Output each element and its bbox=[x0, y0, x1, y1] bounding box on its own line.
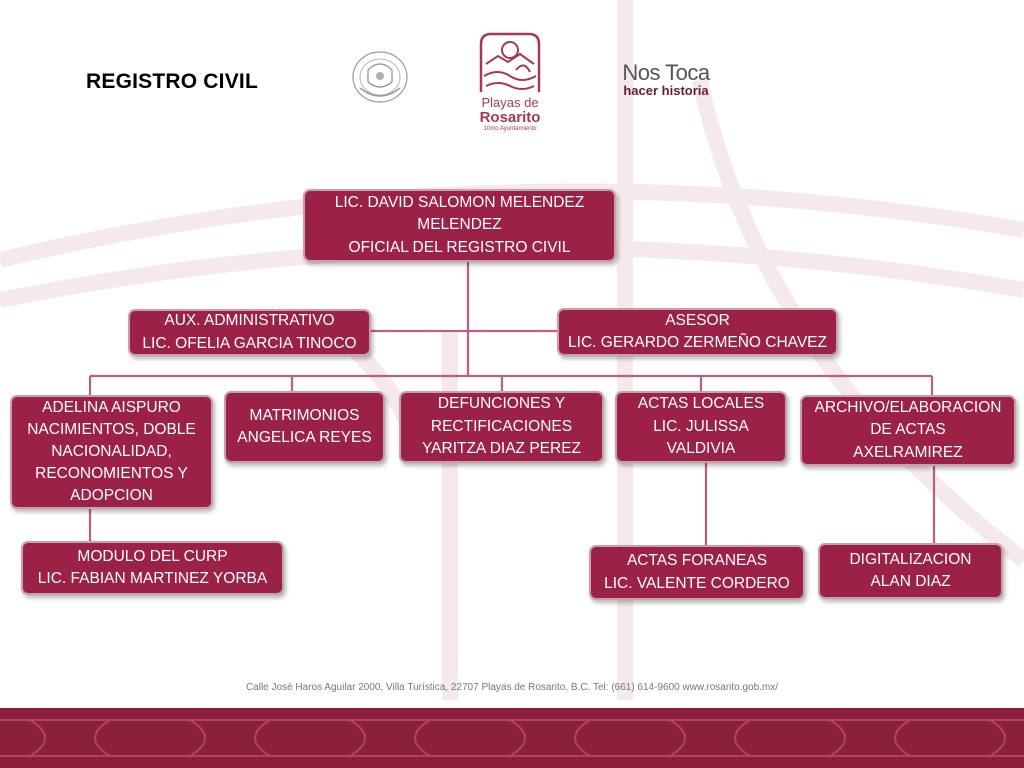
playas-de-rosarito-logo-icon bbox=[479, 32, 541, 92]
logo-line-rosarito: Rosarito bbox=[479, 109, 541, 126]
municipal-seal-icon bbox=[352, 51, 408, 103]
org-box-head-line-3: OFICIAL DEL REGISTRO CIVIL bbox=[348, 238, 571, 256]
org-box-digitalizacion-line-1: DIGITALIZACION bbox=[849, 550, 972, 568]
org-box-defunciones-line-1: DEFUNCIONES Y bbox=[437, 395, 566, 413]
org-box-actas-locales-line-1: ACTAS LOCALES bbox=[637, 395, 765, 413]
org-box-archivo-line-3: AXELRAMIREZ bbox=[853, 443, 963, 461]
org-box-actas-locales: ACTAS LOCALES LIC. JULISSA VALDIVIA bbox=[615, 391, 787, 463]
org-box-foraneas-line-1: ACTAS FORANEAS bbox=[626, 552, 768, 569]
footer-address: Calle José Haros Aguilar 2000, Villa Tur… bbox=[245, 682, 779, 693]
org-box-archivo-line-1: ARCHIVO/ELABORACION bbox=[814, 398, 1002, 416]
org-box-nacimientos-line-3: NACIONALIDAD, bbox=[51, 443, 172, 460]
org-box-nacimientos-line-1: ADELINA AISPURO bbox=[42, 399, 181, 416]
org-box-asesor-line-1: ASESOR bbox=[665, 311, 730, 329]
org-box-actas-locales-line-2: LIC. JULISSA bbox=[653, 417, 749, 435]
org-box-aux-line-1: AUX. ADMINISTRATIVO bbox=[164, 312, 335, 329]
org-box-defunciones-line-3: YARITZA DIAZ PEREZ bbox=[421, 440, 582, 458]
nos-toca-logo: Nos Toca hacer historia bbox=[606, 62, 726, 102]
slogan-line-1: Nos Toca bbox=[622, 60, 710, 85]
org-box-defunciones-line-2: RECTIFICACIONES bbox=[430, 417, 573, 435]
org-box-aux-line-2: LIC. OFELIA GARCIA TINOCO bbox=[142, 334, 357, 352]
org-box-foraneas-line-2: LIC. VALENTE CORDERO bbox=[604, 574, 790, 592]
org-box-digitalizacion: DIGITALIZACION ALAN DIAZ bbox=[818, 543, 1003, 599]
footer-pattern bbox=[0, 719, 1024, 757]
org-box-curp-line-1: MODULO DEL CURP bbox=[77, 547, 228, 565]
org-box-actas-locales-line-3: VALDIVIA bbox=[666, 440, 736, 458]
org-box-actas-foraneas: ACTAS FORANEAS LIC. VALENTE CORDERO bbox=[589, 545, 805, 600]
org-box-defunciones: DEFUNCIONES Y RECTIFICACIONES YARITZA DI… bbox=[399, 391, 604, 463]
org-box-nacimientos-line-4: RECONOMIENTOS Y bbox=[35, 465, 188, 482]
org-box-asesor: ASESOR LIC. GERARDO ZERMEÑO CHAVEZ bbox=[557, 308, 838, 356]
org-box-matrimonios: MATRIMONIOS ANGELICA REYES bbox=[224, 391, 385, 463]
municipal-seal-logo bbox=[348, 48, 412, 106]
logo-line-playas: Playas de bbox=[481, 95, 539, 110]
org-box-nacimientos-line-5: ADOPCION bbox=[70, 487, 153, 504]
org-box-head-line-2: MELENDEZ bbox=[417, 216, 502, 234]
org-box-matrimonios-line-1: MATRIMONIOS bbox=[249, 406, 360, 424]
org-box-archivo: ARCHIVO/ELABORACION DE ACTAS AXELRAMIREZ bbox=[800, 395, 1016, 466]
page-title: REGISTRO CIVIL bbox=[86, 70, 258, 93]
org-box-archivo-line-2: DE ACTAS bbox=[870, 421, 946, 439]
logo-line-ayuntamiento: 10mo Ayuntamiento bbox=[483, 126, 537, 132]
org-box-nacimientos-line-2: NACIMIENTOS, DOBLE bbox=[27, 421, 196, 438]
footer-band bbox=[0, 708, 1024, 768]
org-box-asesor-line-2: LIC. GERARDO ZERMEÑO CHAVEZ bbox=[568, 334, 827, 351]
org-box-curp-line-2: LIC. FABIAN MARTINEZ YORBA bbox=[37, 570, 268, 587]
org-box-digitalizacion-line-2: ALAN DIAZ bbox=[870, 573, 951, 590]
org-box-modulo-curp: MODULO DEL CURP LIC. FABIAN MARTINEZ YOR… bbox=[21, 541, 284, 595]
org-box-matrimonios-line-2: ANGELICA REYES bbox=[237, 429, 372, 446]
org-box-aux-administrativo: AUX. ADMINISTRATIVO LIC. OFELIA GARCIA T… bbox=[128, 309, 371, 356]
rosarito-logo: Playas de Rosarito 10mo Ayuntamiento bbox=[468, 30, 552, 136]
org-box-nacimientos: ADELINA AISPURO NACIMIENTOS, DOBLE NACIO… bbox=[10, 395, 213, 509]
org-box-head: LIC. DAVID SALOMON MELENDEZ MELENDEZ OFI… bbox=[303, 189, 616, 262]
slogan-line-2: hacer historia bbox=[623, 83, 709, 98]
org-box-head-line-1: LIC. DAVID SALOMON MELENDEZ bbox=[334, 193, 585, 211]
